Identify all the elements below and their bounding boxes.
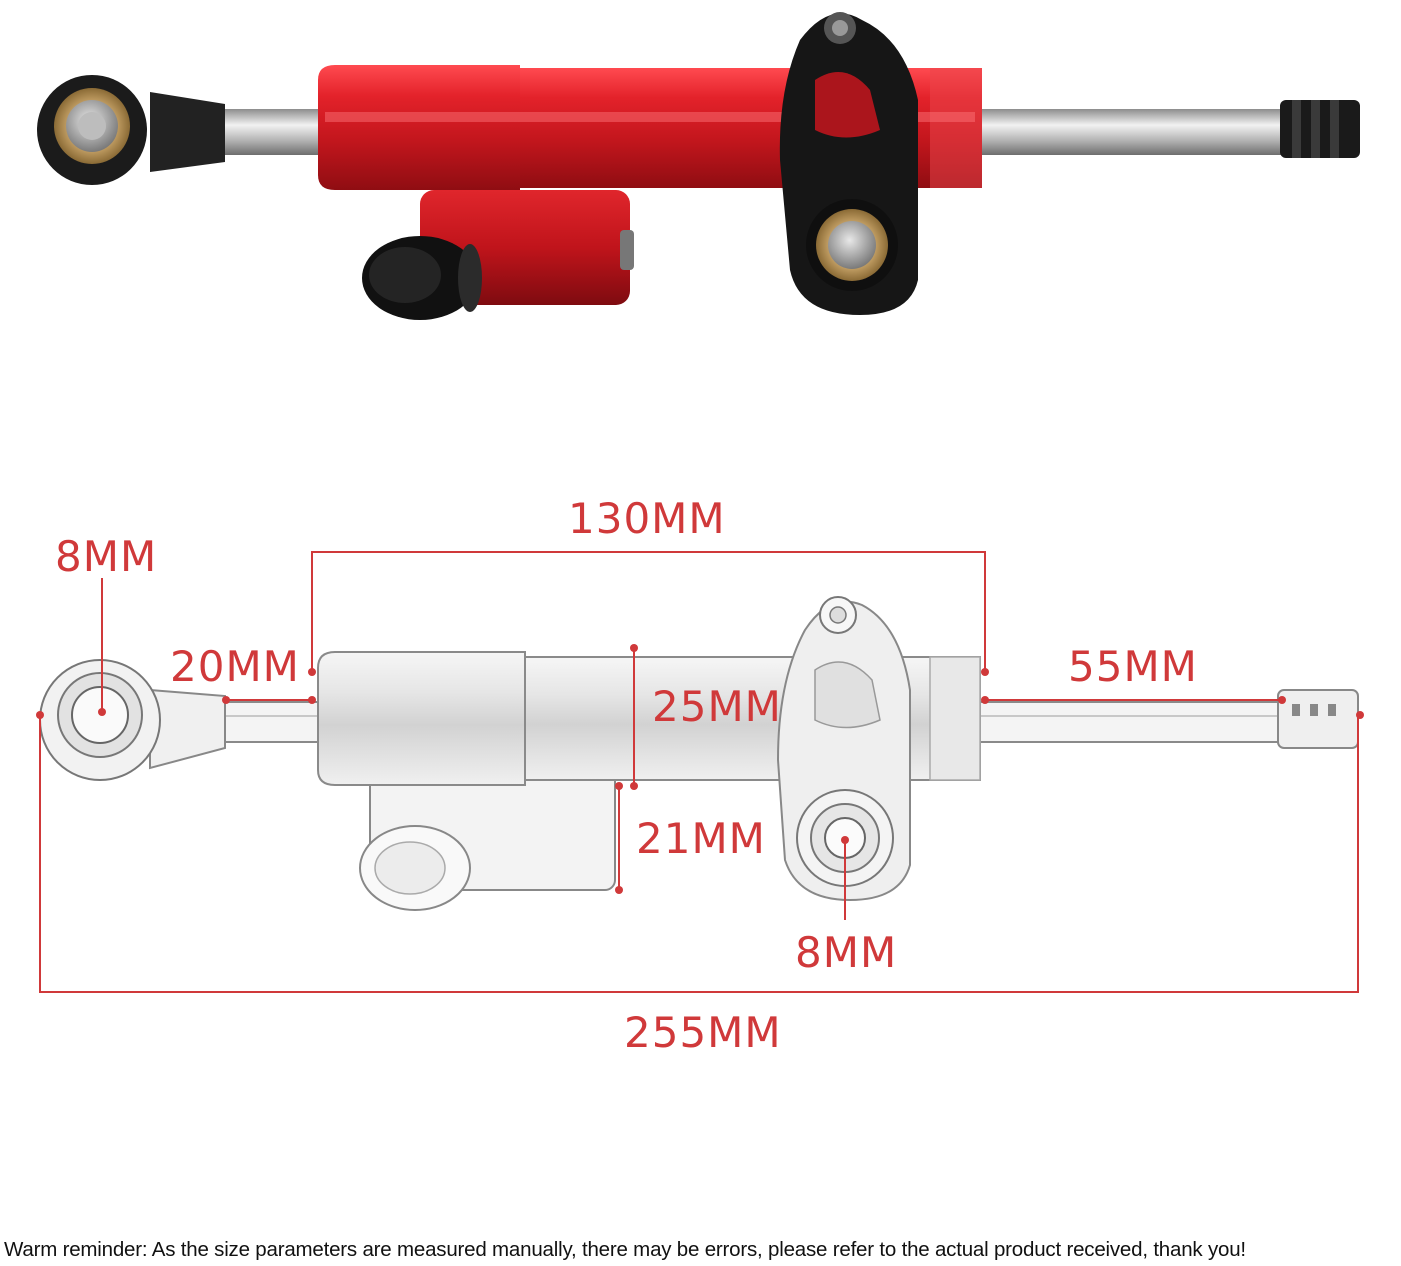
dim-body-diameter: 25MM: [652, 682, 782, 731]
dim-body-length: 130MM: [568, 494, 726, 543]
dimension-dots: [36, 644, 1364, 894]
dim-reservoir-diameter: 21MM: [636, 814, 766, 863]
reservoir: [362, 190, 634, 320]
rubber-end-cap-silver: [1277, 689, 1359, 749]
steering-damper-red-photo: [37, 12, 1360, 320]
reservoir-silver: [359, 759, 616, 911]
overall-length-bracket: [39, 715, 1359, 993]
dim-rod-end-hole-bracket: 8MM: [795, 928, 898, 977]
dimension-lines: [39, 551, 1359, 993]
mounting-bracket-black: [779, 12, 918, 315]
rod-end-eye-left: [37, 75, 225, 185]
steering-damper-silver-drawing: [39, 596, 1359, 911]
rubber-end-cap: [1280, 100, 1360, 158]
dim-rod-exposed-right: 55MM: [1068, 642, 1198, 691]
dim-rod-end-hole-left: 8MM: [55, 532, 158, 581]
dim-rod-exposed-left: 20MM: [170, 642, 300, 691]
warm-reminder-note: Warm reminder: As the size parameters ar…: [4, 1238, 1246, 1261]
mounting-bracket-silver: [776, 596, 911, 902]
dim-overall-length: 255MM: [624, 1008, 782, 1057]
body-length-bracket: [311, 551, 986, 672]
